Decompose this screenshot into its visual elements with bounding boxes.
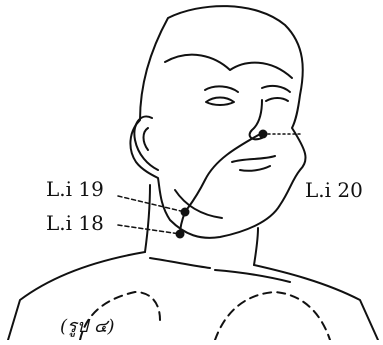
neck-right	[254, 228, 258, 265]
collarbone	[150, 258, 290, 282]
point-li18	[176, 230, 185, 239]
eyebrow-right	[262, 86, 290, 92]
point-li20	[259, 130, 268, 139]
shoulder-right	[254, 265, 378, 340]
eyebrow-left	[205, 86, 238, 92]
chest-right-dashed	[215, 292, 330, 340]
eye-right	[266, 98, 288, 101]
hairline	[165, 55, 292, 78]
ear	[134, 117, 158, 170]
label-li19: L.i 19	[46, 179, 104, 199]
neck-left	[145, 185, 150, 252]
leader-li18	[118, 225, 180, 234]
mouth	[232, 156, 275, 162]
leader-li19	[118, 196, 185, 212]
label-li18: L.i 18	[46, 213, 104, 233]
point-li19	[181, 208, 190, 217]
head-outline	[130, 6, 305, 238]
label-li20: L.i 20	[305, 180, 363, 200]
figure-caption: (รูป ๔)	[60, 318, 114, 336]
eye-left	[206, 98, 234, 106]
